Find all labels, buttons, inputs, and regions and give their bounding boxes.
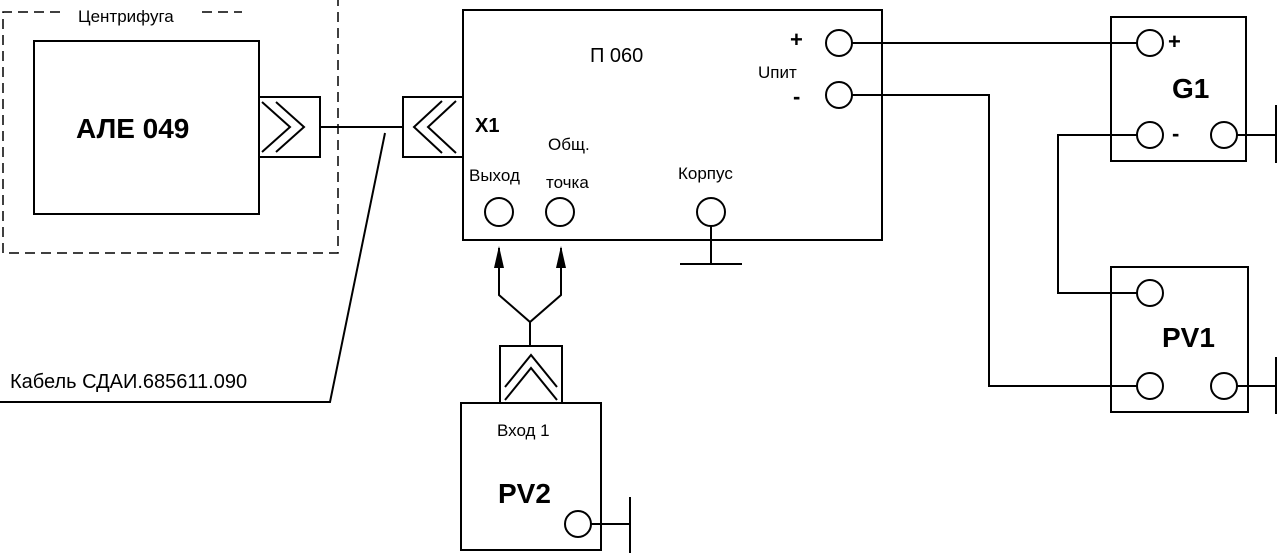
ale049-connector [258, 96, 321, 158]
supply-label: Uпит [758, 63, 797, 82]
pv1-terminal-top [1136, 279, 1164, 307]
pv1-device: PV1 [1110, 266, 1277, 414]
terminal-supply-plus [825, 29, 853, 57]
cable-label: Кабель СДАИ.685611.090 [10, 371, 247, 393]
pv2-input-label: Вход 1 [497, 421, 550, 440]
arrow-common [556, 246, 566, 268]
pv1-terminal-ground [1210, 372, 1238, 400]
cable-leader [0, 132, 386, 403]
terminal-common [545, 197, 575, 227]
g1-device: + - G1 [1110, 16, 1277, 163]
centrifuge-group: Центрифуга АЛЕ 049 [2, 0, 339, 254]
pv2-wiring [494, 246, 566, 346]
connector-x1-label: X1 [475, 115, 499, 137]
g1-minus-sign: - [1172, 121, 1179, 146]
p060-connector [402, 96, 464, 158]
pv2-connector-chevron [504, 366, 558, 401]
p060-title: П 060 [590, 45, 643, 67]
pv1-label: PV1 [1162, 322, 1215, 353]
ale049-label: АЛЕ 049 [76, 113, 189, 144]
output-label: Выход [469, 166, 520, 185]
ale049-connector-chevron [261, 101, 292, 153]
p060-connector-chevron [426, 100, 457, 154]
terminal-chassis [696, 197, 726, 227]
pv1-terminal-bottom-left [1136, 372, 1164, 400]
g1-terminal-minus [1136, 121, 1164, 149]
terminal-supply-minus [825, 81, 853, 109]
centrifuge-label: Центрифуга [78, 7, 174, 26]
g1-plus-sign: + [1168, 29, 1181, 54]
pv2-terminal [564, 510, 592, 538]
chassis-label: Корпус [678, 164, 733, 183]
wire-g1-minus-to-pv1 [1057, 134, 1137, 294]
terminal-output [484, 197, 514, 227]
converter-p060: П 060 X1 Выход Общ. точка Корпус Uпит + … [402, 9, 883, 265]
supply-wiring [852, 42, 1137, 387]
supply-minus-sign: - [793, 84, 800, 109]
wire-supply-minus-to-pv1 [852, 94, 1137, 387]
centrifuge-dashed-border [2, 0, 339, 254]
pv2-label: PV2 [498, 478, 551, 509]
supply-plus-sign: + [790, 27, 803, 52]
g1-label: G1 [1172, 73, 1209, 104]
common-point-label-1: Общ. [548, 135, 590, 154]
g1-terminal-ground [1210, 121, 1238, 149]
common-point-label-2: точка [546, 173, 589, 192]
pv2-device: Вход 1 PV2 [460, 345, 631, 553]
p060-box [462, 9, 883, 241]
arrow-output [494, 246, 504, 268]
g1-terminal-plus [1136, 29, 1164, 57]
